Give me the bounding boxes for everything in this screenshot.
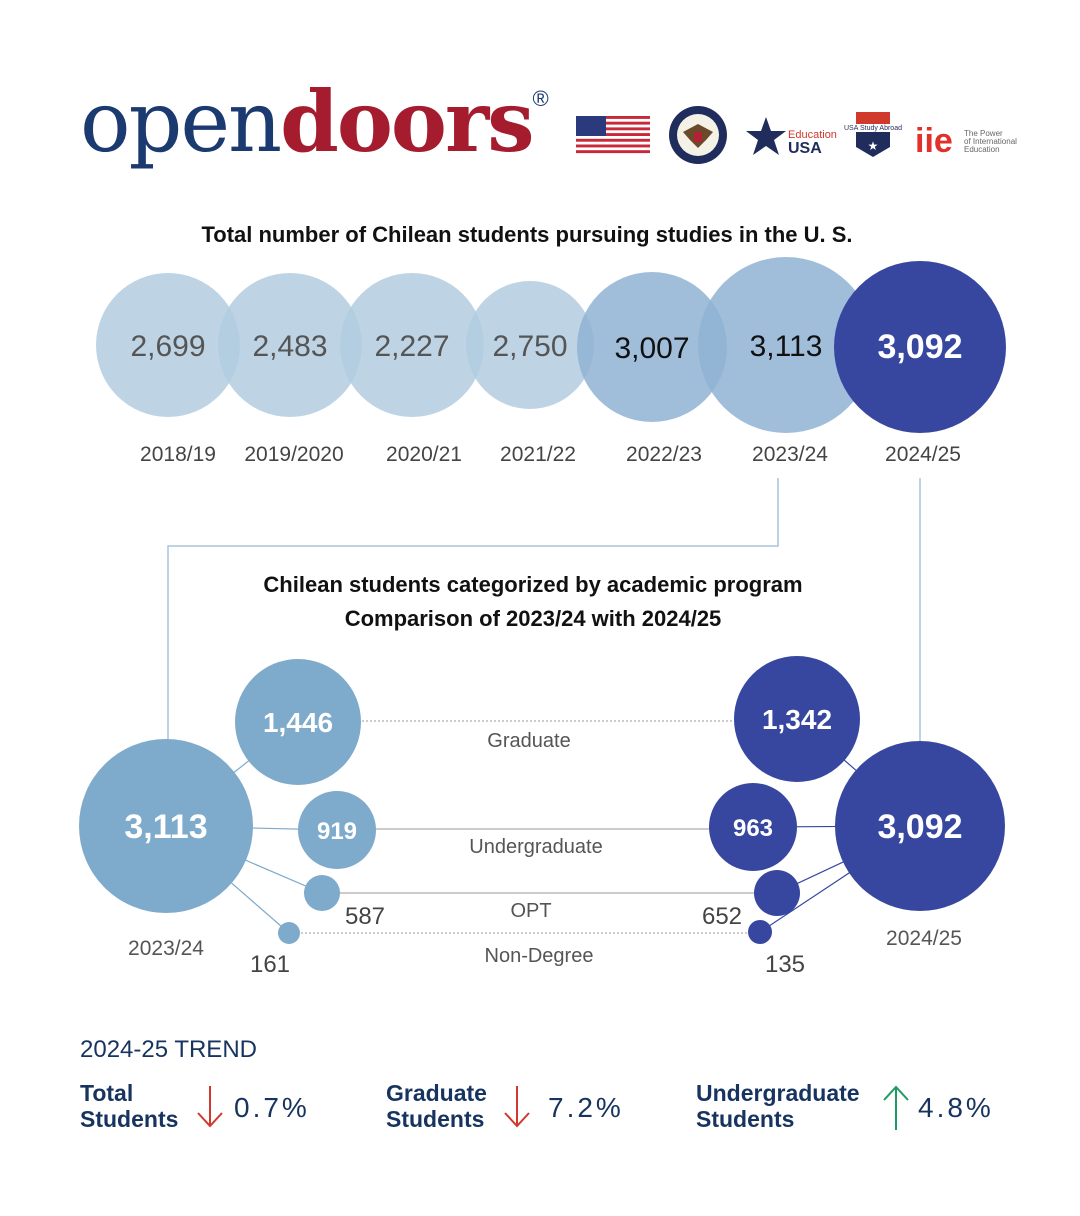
svg-text:Education: Education [788,129,837,141]
category-label: Non-Degree [485,945,594,967]
chart2-title: Chilean students categorized by academic… [0,568,1066,636]
year-label: 2022/23 [626,443,702,466]
connector-lines [167,478,921,742]
bubble-Graduate [734,656,860,782]
partner-logos: Education USA ★ USA Study Abroad iie The… [576,106,1017,164]
chart-area: 2,699 2018/19 2,483 2019/2020 2,227 2020/21 2,… [79,257,1006,978]
bubble-2019/2020 [218,273,362,417]
logo-doors: doors [280,72,534,171]
bubble-value: 161 [250,951,290,978]
connector-2023-24 [167,478,779,742]
bubble-value: 3,007 [614,332,689,365]
svg-text:★: ★ [868,139,879,153]
year-label: 2024/25 [885,443,961,466]
registered-mark: ® [532,86,549,111]
year-label: 2024/25 [886,927,962,950]
department-of-state-seal-icon [669,106,727,164]
bubble-value: 2,227 [374,330,449,363]
chart2-title-line: Chilean students categorized by academic… [263,572,803,597]
bubble-2021/22 [466,281,594,409]
year-label: 2019/2020 [244,443,343,466]
bubble-value: 1,342 [762,704,832,735]
bubble-Undergraduate [298,791,376,869]
category-label: Undergraduate [469,836,602,858]
svg-text:iie: iie [915,122,953,160]
bubble-value: 2,483 [252,330,327,363]
bubble-2022/23 [577,272,727,422]
trend-label-line1: Total [80,1080,134,1106]
arrow-down-icon [196,1084,224,1137]
bubble-value: 587 [345,903,385,930]
bubble-value: 135 [765,951,805,978]
bubble-2018/19 [96,273,240,417]
trend-label-line2: Students [80,1106,179,1132]
year-label: 2023/24 [128,937,204,960]
bubble-OPT [304,875,340,911]
usa-study-abroad-logo: ★ USA Study Abroad [844,112,902,157]
bubble-Graduate [235,659,361,785]
opendoors-logo: opendoors® [80,72,549,171]
study-abroad-text: USA Study Abroad [844,125,902,132]
total-value: 3,113 [124,808,207,846]
iie-logo: iie The Power of International Education [915,122,1017,160]
svg-text:of International: of International [964,137,1017,146]
logo-open: open [80,73,282,171]
bubble-value: 963 [733,815,773,842]
year-label: 2023/24 [752,443,828,466]
svg-text:USA: USA [788,140,822,157]
trend-label-line2: Students [696,1106,795,1132]
chart1-title: Total number of Chilean students pursuin… [201,222,853,247]
trend-label-line1: Undergraduate [696,1080,860,1106]
total-bubble [79,739,253,913]
bubble-2024/25 [834,261,1006,433]
total-value: 3,092 [877,808,962,846]
year-label: 2021/22 [500,443,576,466]
trend-title: 2024-25 TREND [80,1036,257,1063]
bubble-value: 2,699 [130,330,205,363]
bubble-Non-Degree [278,922,300,944]
total-bubble [835,741,1005,911]
bubble-Undergraduate [709,783,797,871]
bubble-2020/21 [340,273,484,417]
bubble-2023/24 [698,257,874,433]
trend-value: 4.8% [918,1092,994,1123]
bubble-value: 1,446 [263,707,333,738]
education-usa-logo: Education USA [746,117,837,157]
bubble-value: 3,113 [750,330,823,363]
year-label: 2018/19 [140,443,216,466]
svg-text:The Power: The Power [964,129,1003,138]
bubble-value: 3,092 [877,328,962,366]
trend-label-line2: Students [386,1106,485,1132]
chart2-subtitle: Comparison of 2023/24 with 2024/25 [344,606,722,631]
bubble-Non-Degree [748,920,772,944]
trend-value: 0.7% [234,1092,310,1123]
us-flag-icon [576,116,650,154]
trend-value: 7.2% [548,1092,624,1123]
trend-label-line1: Graduate [386,1080,487,1106]
year-label: 2020/21 [386,443,462,466]
category-label: Graduate [487,730,570,752]
bubble-value: 919 [317,818,357,845]
arrow-down-icon [503,1084,531,1137]
bubble-value: 2,750 [492,330,567,363]
category-label: OPT [510,900,551,922]
bubble-value: 652 [702,903,742,930]
bubble-OPT [754,870,800,916]
svg-text:Education: Education [964,145,1000,154]
arrow-up-icon [882,1084,910,1137]
